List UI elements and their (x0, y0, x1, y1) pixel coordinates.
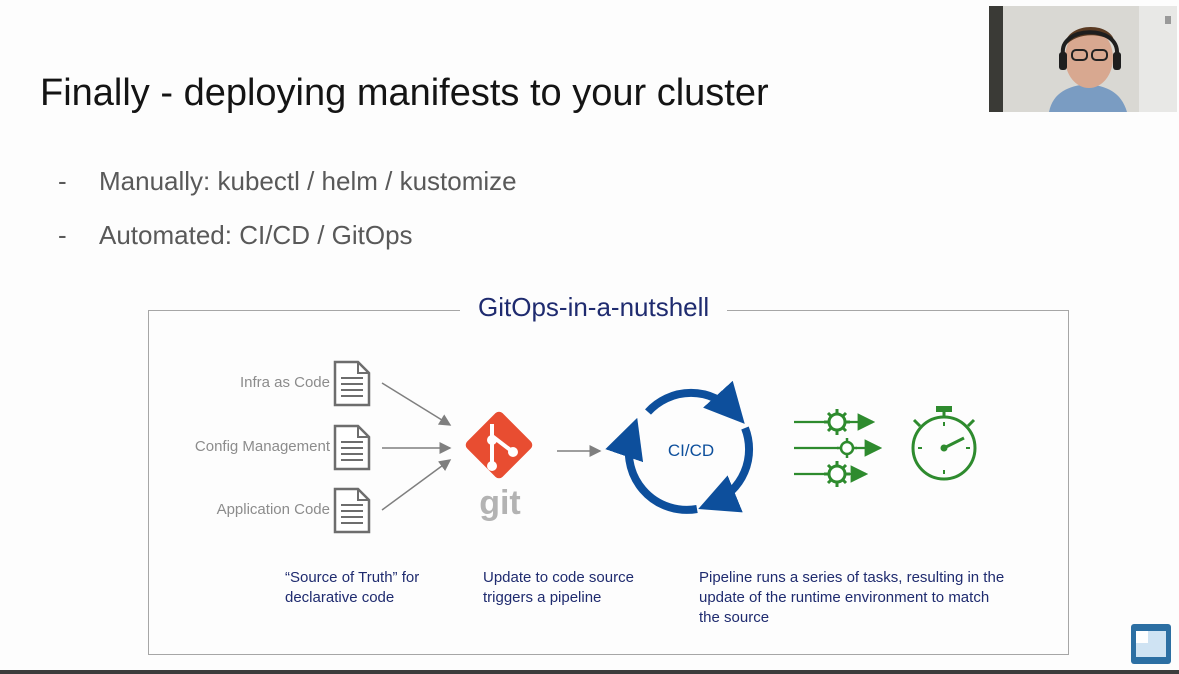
document-icon (333, 424, 371, 471)
source-label-config: Config Management (194, 438, 330, 455)
source-label-application: Application Code (216, 501, 330, 518)
arrow-connector (381, 459, 452, 511)
webcam-image (989, 6, 1177, 112)
caption-source-of-truth: “Source of Truth” for declarative code (285, 568, 419, 608)
caption-line: Update to code source (483, 569, 634, 586)
bullet-dash: - (58, 166, 67, 196)
bullet-dash: - (58, 220, 67, 250)
source-label-infra: Infra as Code (239, 374, 330, 391)
caption-line: Pipeline runs a series of tasks, resulti… (699, 569, 1005, 586)
caption-line: update of the runtime environment to mat… (699, 589, 990, 606)
bullet-text: Automated: CI/CD / GitOps (99, 220, 413, 250)
caption-pipeline-runs: Pipeline runs a series of tasks, resulti… (699, 568, 1004, 628)
gear-icon (824, 409, 850, 435)
pipeline-tasks (794, 413, 883, 483)
git-logo-icon (465, 411, 533, 479)
caption-line: declarative code (285, 589, 395, 606)
document-icon (333, 487, 371, 534)
diagram-title: GitOps-in-a-nutshell (460, 292, 728, 323)
cycle-arrows-icon (605, 380, 754, 514)
stopwatch-icon (911, 406, 977, 481)
arrow-connector (381, 382, 452, 426)
gear-icon (837, 438, 857, 458)
document-icon (333, 360, 371, 407)
gear-icon (824, 461, 850, 487)
slide-title: Finally - deploying manifests to your cl… (40, 72, 769, 114)
presenter-webcam (989, 6, 1177, 112)
git-label: git (479, 484, 521, 522)
app-logo-icon (1131, 624, 1171, 664)
cicd-label: CI/CD (668, 441, 714, 460)
caption-line: “Source of Truth” for (285, 569, 420, 586)
caption-line: the source (699, 609, 770, 626)
bullet-text: Manually: kubectl / helm / kustomize (99, 166, 517, 196)
bottom-bar (0, 670, 1179, 674)
caption-line: triggers a pipeline (483, 589, 602, 606)
caption-trigger-pipeline: Update to code source triggers a pipelin… (483, 568, 634, 608)
